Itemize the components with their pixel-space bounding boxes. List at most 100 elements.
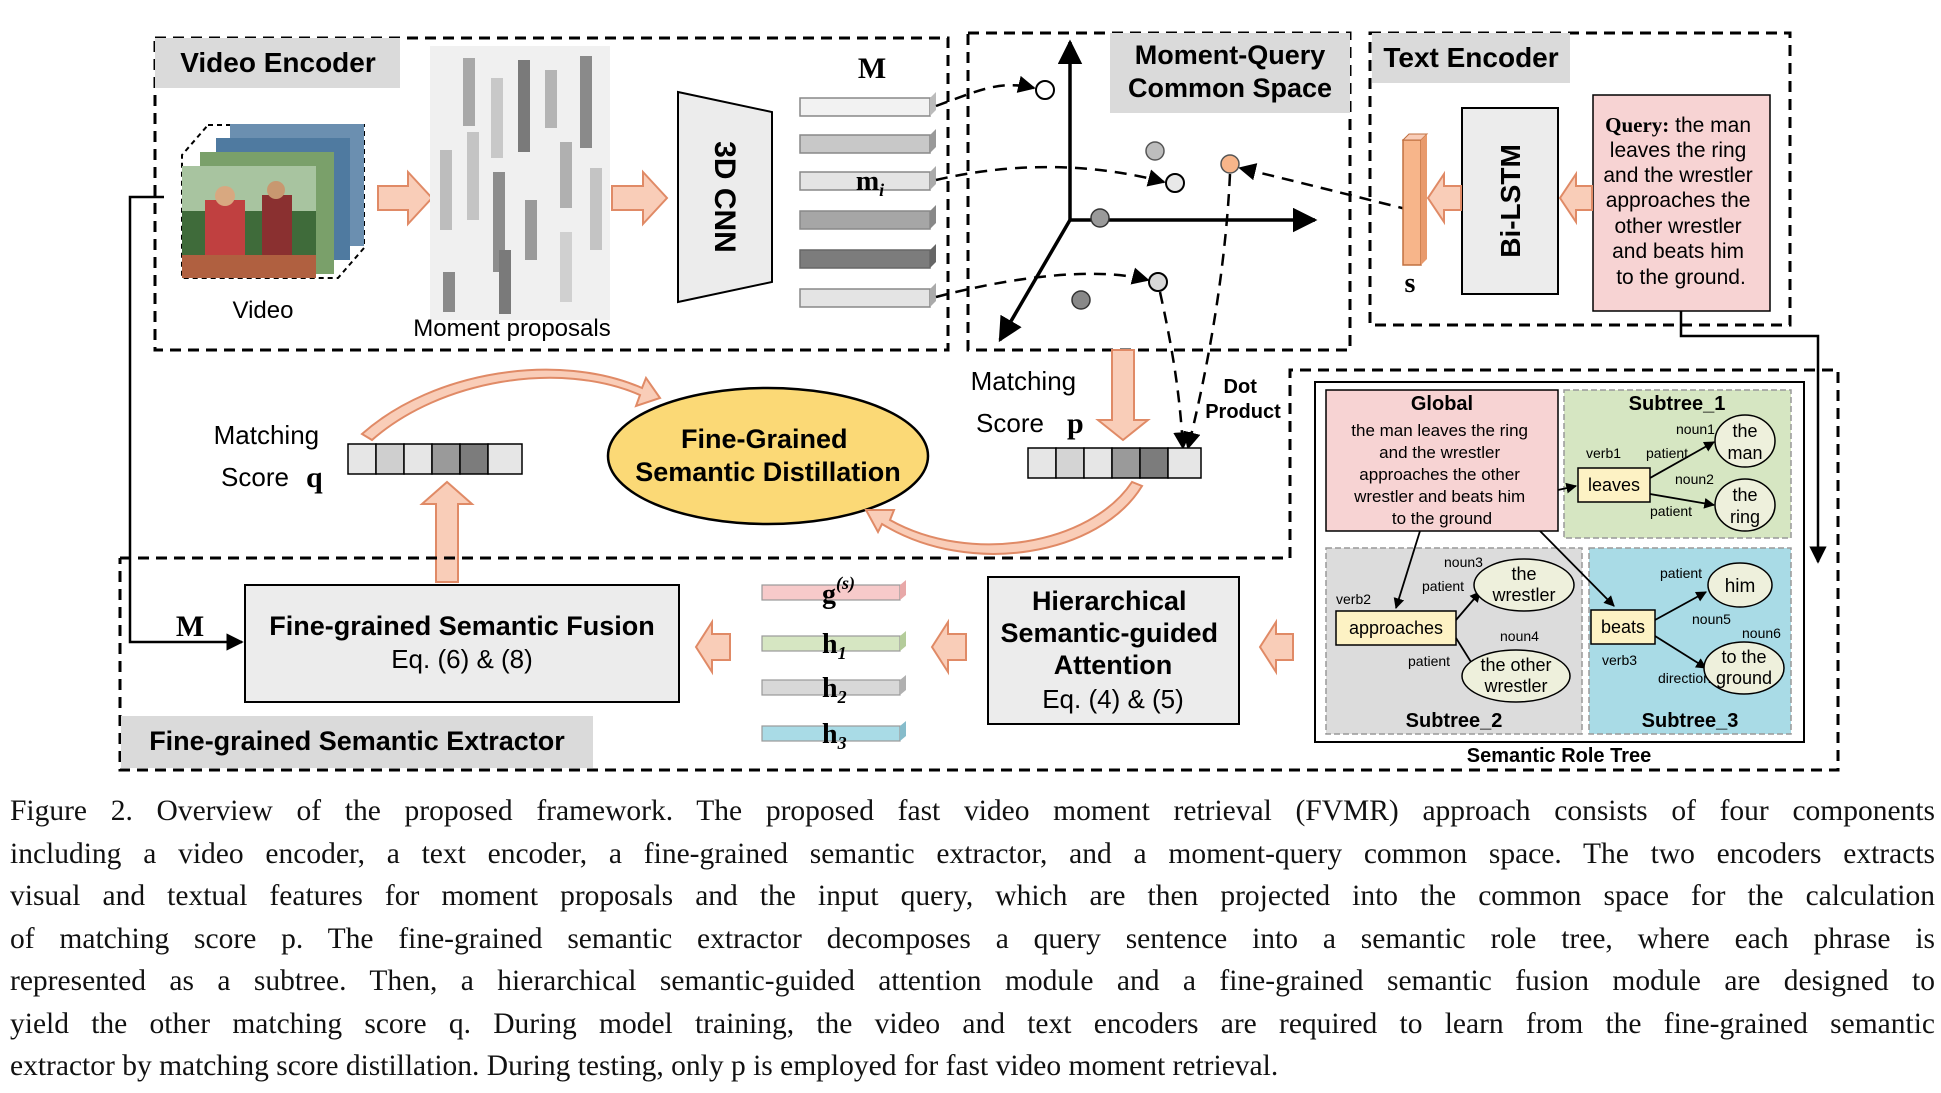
curved-arrow-p-to-distillation <box>864 480 1144 555</box>
video-label: Video <box>233 297 294 324</box>
subtree2-node2 <box>1461 649 1571 703</box>
m-input-connector <box>128 195 244 651</box>
fusion-m-label: M <box>176 610 204 643</box>
matching-score-p-label: Matching Score <box>971 366 1084 438</box>
curved-arrow-q-to-distillation <box>360 368 662 442</box>
moment-point-5 <box>1148 272 1168 292</box>
figure-caption: Figure 2. Overview of the proposed frame… <box>10 790 1935 1088</box>
flow-arrow-lstm-to-sentence <box>1426 170 1462 226</box>
subtree1-verb-node <box>1577 467 1651 503</box>
caption-line-2: including a video encoder, a text encode… <box>10 837 1935 870</box>
attention-equation: Eq. (4) & (5) <box>1042 684 1184 714</box>
subtree2-node1 <box>1473 558 1575 612</box>
framework-diagram: Video Encoder Video <box>118 31 1840 772</box>
subtree1-title: Subtree_1 <box>1629 393 1726 415</box>
text-encoder-panel: Text Encoder Query: the man leaves the r… <box>1368 31 1792 327</box>
h3-feature-label: h3 <box>822 719 847 753</box>
global-box <box>1325 389 1559 532</box>
dot-product-label: Dot Product <box>1205 376 1281 423</box>
bi-lstm-label: Bi-LSTM <box>1495 144 1526 258</box>
subtree1-node2 <box>1714 478 1776 532</box>
subtree3-verb: beats <box>1601 617 1645 637</box>
extractor-title-tab <box>121 716 593 768</box>
projection-arrow-1 <box>935 75 1036 108</box>
subtree1-verb-tag: verb1 <box>1586 445 1621 461</box>
flow-arrow-proposals-to-cnn <box>611 169 669 227</box>
moment-proposals-figure <box>430 46 610 320</box>
moment-point-4 <box>1090 208 1110 228</box>
extractor-panel: Fine-grained Semantic Extractor Fine-gra… <box>118 195 1840 772</box>
text-encoder-title-tab <box>1372 33 1570 83</box>
extractor-title: Fine-grained Semantic Extractor <box>149 726 565 756</box>
subtree3-verb-node <box>1590 609 1656 645</box>
flow-arrow-space-to-score-p <box>1095 349 1151 442</box>
caption-line-3: visual and textual features for moment p… <box>10 880 1935 912</box>
query-prefix: Query: <box>1605 113 1669 137</box>
subtree2-verb-node <box>1335 610 1457 646</box>
projection-arrow-2 <box>935 165 1166 187</box>
fusion-equation: Eq. (6) & (8) <box>391 644 533 674</box>
text-encoder-title: Text Encoder <box>1383 42 1558 73</box>
common-space-title-line1: Moment-Query <box>1135 40 1326 70</box>
moment-proposals-label: Moment proposals <box>413 315 610 342</box>
matching-score-q-bar <box>347 443 523 475</box>
h2-feature-bar <box>761 675 906 696</box>
global-title: Global <box>1411 393 1473 415</box>
subtree2-edge2-tag: noun4 <box>1500 628 1539 644</box>
h2-feature-label: h2 <box>822 673 847 707</box>
subtree3-node1 <box>1707 562 1773 608</box>
common-space-title-tab <box>1110 33 1350 113</box>
subtree3-node1-text: him <box>1725 576 1756 597</box>
semantic-role-tree: Semantic Role Tree Global the man leaves… <box>1314 381 1805 767</box>
subtree1-edge1-role: patient <box>1646 445 1688 461</box>
subtree2-edge2-role: patient <box>1408 653 1450 669</box>
matching-score-q-label: Matching Score <box>214 420 327 492</box>
subtree3-verb-tag: verb3 <box>1602 652 1637 668</box>
subtree1-verb: leaves <box>1588 475 1640 495</box>
subtree2-edge1-tag: noun3 <box>1444 554 1483 570</box>
matching-score-p-symbol: p <box>1067 407 1084 440</box>
caption-line-7: extractor by matching score distillation… <box>10 1050 1279 1082</box>
cnn-label: 3D CNN <box>708 141 741 253</box>
subtree2-verb-tag: verb2 <box>1336 591 1371 607</box>
query-point <box>1220 154 1240 174</box>
video-encoder-title: Video Encoder <box>180 47 376 78</box>
moment-point-6 <box>1071 290 1091 310</box>
flow-arrow-fusion-to-score-q <box>419 480 475 583</box>
subtree2-edge1-role: patient <box>1422 578 1464 594</box>
h1-feature-label: h1 <box>822 629 847 663</box>
axis-depth <box>998 219 1072 343</box>
subtree3-edge2-role: direction <box>1658 670 1711 686</box>
subtree3-edge2-tag: noun6 <box>1742 625 1781 641</box>
distillation-ellipse <box>606 386 930 526</box>
projection-arrow-3 <box>935 267 1150 299</box>
moment-features-label: M <box>858 52 886 85</box>
subtree2-verb: approaches <box>1349 618 1443 638</box>
matching-score-q-symbol: q <box>306 461 323 494</box>
subtree1-edge2-role: patient <box>1650 503 1692 519</box>
common-space-panel: Moment-Query Common Space <box>966 31 1352 352</box>
query-text: Query: the man leaves the ring and the w… <box>1603 113 1758 289</box>
attention-title: Hierarchical Semantic-guided Attention <box>1000 586 1225 680</box>
subtree2-title: Subtree_2 <box>1406 710 1503 732</box>
projection-arrow-query <box>1238 163 1411 212</box>
moment-feature-bars <box>799 92 936 308</box>
common-space-title-line2: Common Space <box>1128 73 1332 103</box>
flow-arrow-tree-to-attention <box>1258 618 1294 676</box>
g-feature-bar <box>761 580 906 601</box>
g-feature-label: g(s) <box>822 573 855 610</box>
caption-line-1: Figure 2. Overview of the proposed frame… <box>10 795 1935 827</box>
flow-arrow-query-to-lstm <box>1558 170 1593 226</box>
video-encoder-panel: Video Encoder Video <box>153 36 950 352</box>
subtree3-node2 <box>1703 641 1785 695</box>
video-encoder-title-tab <box>155 38 400 88</box>
moment-feature-item-label: mi <box>856 166 884 200</box>
h1-feature-bar <box>761 631 906 652</box>
dot-product-arrow-2 <box>1183 173 1232 450</box>
subtree3-edge1-tag: noun5 <box>1692 611 1731 627</box>
cnn-block <box>677 90 773 304</box>
